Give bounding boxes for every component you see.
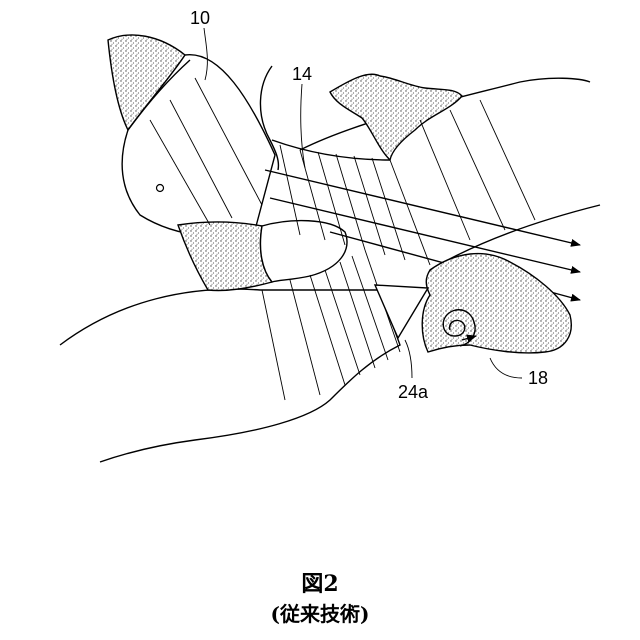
stippled-part-18 — [422, 254, 571, 353]
stippled-upper-right — [330, 74, 462, 160]
ref-label-14: 14 — [292, 64, 312, 84]
ref-label-18: 18 — [528, 368, 548, 388]
lobe — [260, 221, 346, 282]
leader-18 — [490, 358, 522, 378]
hole-marker — [157, 185, 164, 192]
ref-label-10: 10 — [190, 8, 210, 28]
stippled-lower-left — [178, 222, 272, 290]
figure-subtitle: (従来技術) — [0, 598, 640, 627]
notch-24a — [375, 285, 428, 338]
figure-title: 図2 — [0, 566, 640, 598]
sheet-14-fold — [272, 140, 390, 160]
ref-label-24a: 24a — [398, 382, 429, 402]
leader-24a — [405, 340, 412, 378]
lower-sheet — [60, 289, 400, 462]
